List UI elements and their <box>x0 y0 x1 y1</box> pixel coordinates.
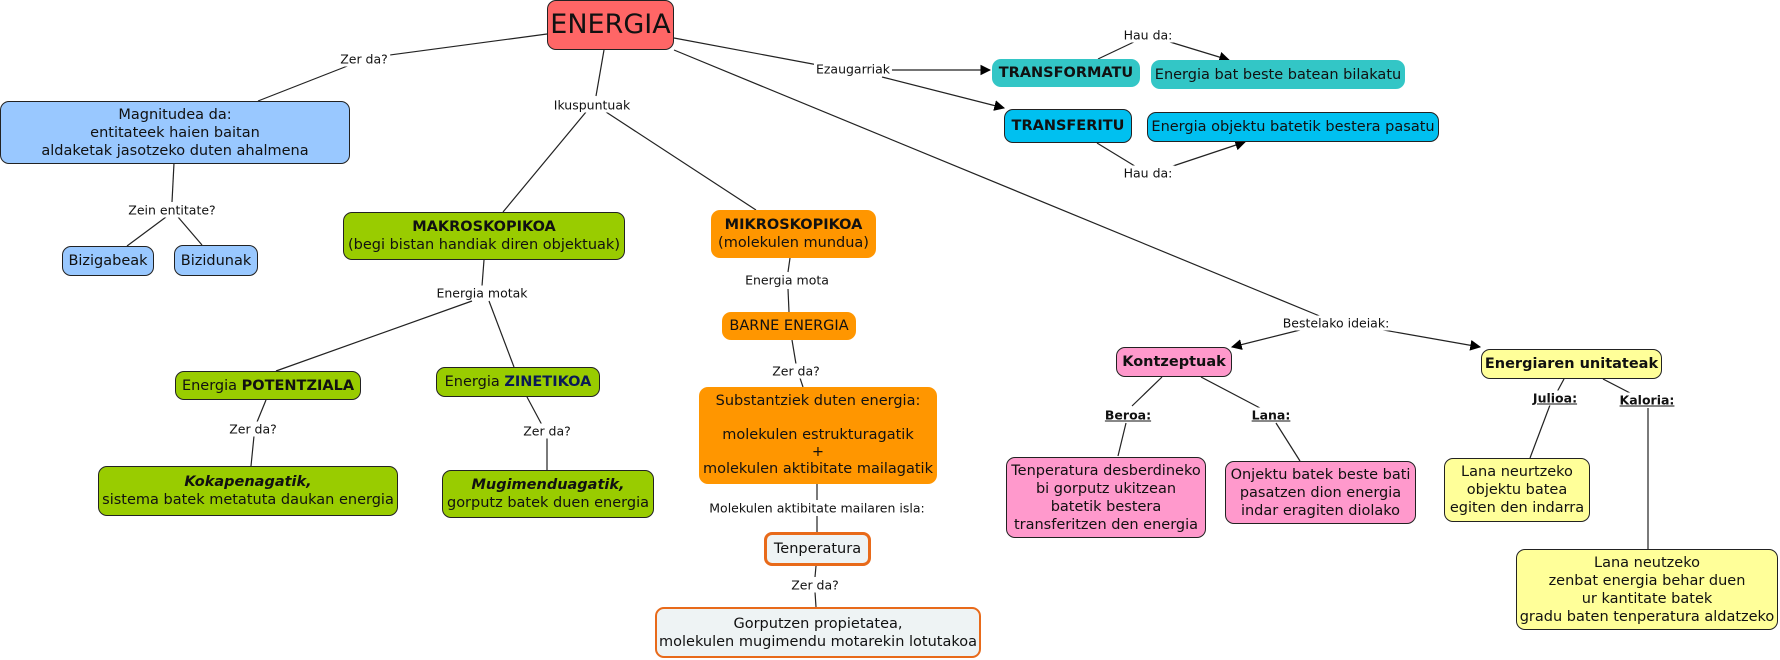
link-label-julioa: Julioa: <box>1530 390 1580 406</box>
link-label-energia-mota: Energia mota <box>743 272 831 288</box>
line: zenbat energia behar duen <box>1548 572 1746 589</box>
line: Onjektu batek beste bati <box>1230 466 1411 483</box>
node-sub: gorputz batek duen energia <box>446 495 649 511</box>
node-label: Energia objektu batetik bestera pasatu <box>1151 119 1435 135</box>
line: transferitzen den energia <box>1013 516 1199 533</box>
line: + <box>811 444 825 460</box>
node-bizidunak-label: Bizidunak <box>180 252 252 269</box>
link-label-zer-da: Zer da? <box>789 577 841 593</box>
link-label-hau-da: Hau da: <box>1121 165 1175 181</box>
node-transformatu[interactable]: TRANSFORMATU <box>992 59 1140 87</box>
node-label: TRANSFORMATU <box>998 65 1134 81</box>
label-prefix: Energia <box>181 377 242 394</box>
line: aldaketak jasotzeko duten ahalmena <box>41 142 309 159</box>
node-title: Kokapenagatik, <box>184 474 312 490</box>
node-label: Energia bat beste batean bilakatu <box>1154 66 1402 83</box>
node-tenperatura[interactable]: Tenperatura <box>764 532 871 566</box>
line: Lana neutzeko <box>1594 554 1700 571</box>
node-label: BARNE ENERGIA <box>729 318 849 334</box>
node-transformatu-def[interactable]: Energia bat beste batean bilakatu <box>1151 60 1405 89</box>
link-label-ezaugarriak: Ezaugarriak <box>813 61 893 77</box>
line: Magnitudea da: <box>118 106 232 123</box>
line: Substantziek duten energia: <box>715 393 921 409</box>
link-label-zer-da: Zer da? <box>770 363 822 379</box>
link-label-zein-entitate: Zein entitate? <box>126 202 218 218</box>
line: egiten den indarra <box>1449 500 1585 516</box>
node-sub: sistema batek metatuta daukan energia <box>102 492 394 508</box>
node-title: MIKROSKOPIKOA <box>724 217 863 233</box>
line: indar eragiten diolako <box>1240 502 1401 519</box>
link-label-lana: Lana: <box>1249 407 1293 423</box>
node-lana-def[interactable]: Onjektu batek beste bati pasatzen dion e… <box>1225 461 1416 524</box>
label-strong: POTENTZIALA <box>241 377 355 394</box>
line: pasatzen dion energia <box>1239 484 1402 501</box>
link-label-hau-da: Hau da: <box>1121 27 1175 43</box>
node-sub: (molekulen mundua) <box>718 235 869 251</box>
line: ur kantitate batek <box>1581 590 1713 607</box>
line: batetik bestera <box>1050 498 1162 515</box>
node-kaloria-def[interactable]: Lana neutzeko zenbat energia behar duen … <box>1516 549 1778 630</box>
node-beroa-def[interactable]: Tenperatura desberdineko bi gorputz ukit… <box>1006 457 1206 538</box>
line: molekulen aktibitate mailagatik <box>702 461 933 477</box>
label-prefix: Energia <box>444 374 505 390</box>
line: objektu batea <box>1466 482 1568 498</box>
link-label-energia-motak: Energia motak <box>434 285 530 301</box>
link-label-beroa: Beroa: <box>1102 407 1154 423</box>
link-label-isla: Molekulen aktibitate mailaren isla: <box>707 500 927 516</box>
node-transferitu[interactable]: TRANSFERITU <box>1004 109 1132 143</box>
node-julioa-def[interactable]: Lana neurtzeko objektu batea egiten den … <box>1444 458 1590 522</box>
node-energia-label: ENERGIA <box>550 9 671 40</box>
node-zinetikoa[interactable]: Energia ZINETIKOA <box>436 367 600 397</box>
line: Gorputzen propietatea, <box>733 615 903 632</box>
node-label: Tenperatura <box>773 541 862 557</box>
link-label-kaloria: Kaloria: <box>1617 392 1677 408</box>
node-label: Kontzeptuak <box>1122 354 1226 370</box>
node-gorputzen-propietatea[interactable]: Gorputzen propietatea, molekulen mugimen… <box>655 607 981 658</box>
node-transferitu-def[interactable]: Energia objektu batetik bestera pasatu <box>1147 112 1439 142</box>
label-strong: ZINETIKOA <box>504 374 592 390</box>
node-makro-sub: (begi bistan handiak diren objektuak) <box>347 237 620 253</box>
node-energiaren-unitateak[interactable]: Energiaren unitateak <box>1481 349 1662 379</box>
line: molekulen estrukturagatik <box>722 427 914 443</box>
link-label-zer-da: Zer da? <box>338 51 390 67</box>
node-mugimenduagatik[interactable]: Mugimenduagatik, gorputz batek duen ener… <box>442 470 654 518</box>
node-substantziek[interactable]: Substantziek duten energia: molekulen es… <box>699 387 937 484</box>
line: Tenperatura desberdineko <box>1011 462 1201 479</box>
node-makroskopikoa[interactable]: MAKROSKOPIKOA (begi bistan handiak diren… <box>343 212 625 260</box>
node-bizigabeak[interactable]: Bizigabeak <box>62 246 154 276</box>
node-energia[interactable]: ENERGIA <box>547 0 674 50</box>
link-label-zer-da: Zer da? <box>521 423 573 439</box>
line: molekulen mugimendu motarekin lotutakoa <box>659 633 977 650</box>
line: Lana neurtzeko <box>1461 464 1573 480</box>
node-label: TRANSFERITU <box>1011 118 1125 134</box>
node-title: Mugimenduagatik, <box>471 477 625 493</box>
node-magnitudea[interactable]: Magnitudea da: entitateek haien baitan a… <box>0 101 350 164</box>
node-kokapenagatik[interactable]: Kokapenagatik, sistema batek metatuta da… <box>98 466 398 516</box>
node-bizidunak[interactable]: Bizidunak <box>174 245 258 276</box>
node-kontzeptuak[interactable]: Kontzeptuak <box>1116 347 1232 377</box>
link-label-bestelako-ideiak: Bestelako ideiak: <box>1280 315 1392 331</box>
link-label-ikuspuntuak: Ikuspuntuak <box>551 97 633 113</box>
node-makro-title: MAKROSKOPIKOA <box>412 219 556 235</box>
node-potentziala[interactable]: Energia POTENTZIALA <box>175 371 361 400</box>
node-label: Energiaren unitateak <box>1484 356 1659 372</box>
line: bi gorputz ukitzean <box>1035 480 1177 497</box>
node-bizigabeak-label: Bizigabeak <box>68 253 148 269</box>
node-barne-energia[interactable]: BARNE ENERGIA <box>722 312 856 340</box>
line: gradu baten tenperatura aldatzeko <box>1519 608 1775 625</box>
line: entitateek haien baitan <box>90 124 260 141</box>
link-label-zer-da: Zer da? <box>227 421 279 437</box>
node-mikroskopikoa[interactable]: MIKROSKOPIKOA (molekulen mundua) <box>711 210 876 258</box>
